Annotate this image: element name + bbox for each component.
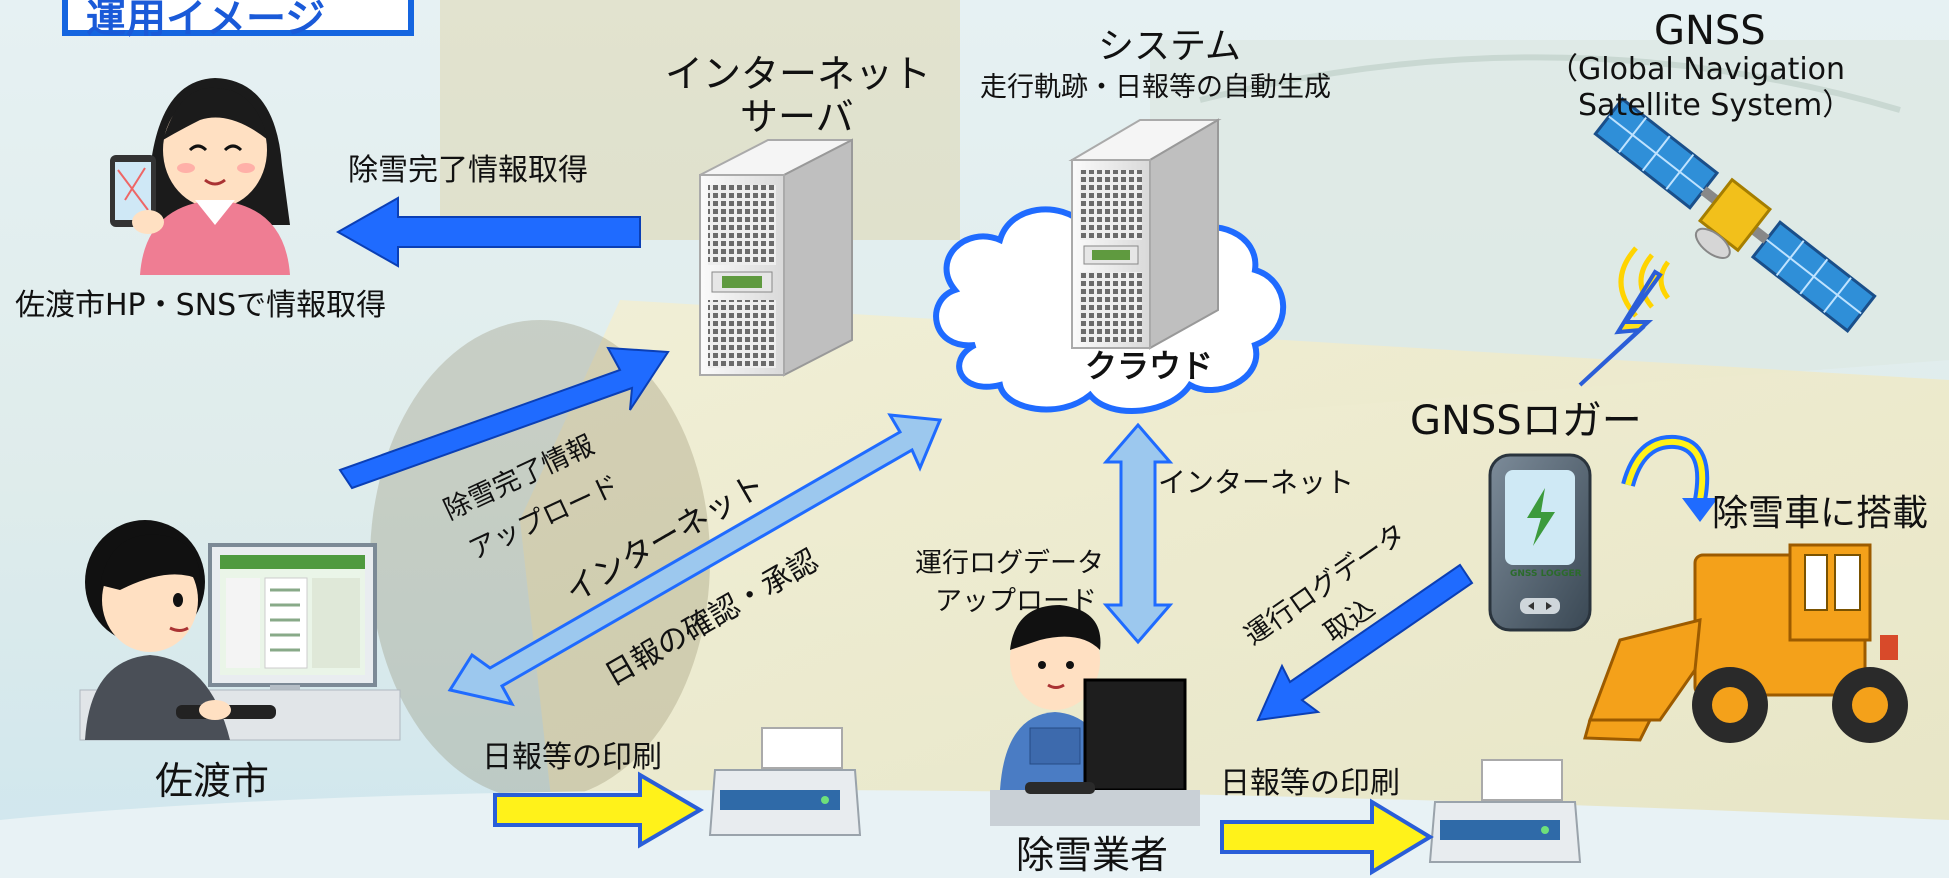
arrow-internet-vertical [1102,422,1174,645]
system-subtitle: 走行軌跡・日報等の自動生成 [980,72,1331,103]
label-print-city: 日報等の印刷 [482,740,662,775]
label-print-contractor: 日報等の印刷 [1220,766,1400,801]
printer-city-icon [708,727,862,836]
contractor-worker-icon [990,605,1200,826]
title-badge-text: 運用イメージ [86,0,326,42]
mounted-label: 除雪車に搭載 [1712,493,1929,534]
signal-bolt-icon [1578,269,1663,387]
mount-curved-arrow [1621,434,1718,522]
system-server-icon [1068,118,1222,350]
greenhouse-arch [1199,54,1901,113]
citizen-woman-icon [110,78,290,275]
label-op-log-upload-2: アップロード [935,586,1097,617]
wheel-loader-icon [1583,543,1908,743]
gnss-subtitle-2: Satellite System） [1578,88,1853,123]
arrow-internet-diag [447,413,943,707]
arrow-print-contractor [1220,798,1434,876]
arrow-op-log-import [1256,563,1474,722]
gnss-subtitle-1: （Global Navigation [1548,52,1846,87]
satellite-icon [1593,97,1877,333]
label-info-get: 除雪完了情報取得 [348,153,588,188]
cloud-label: クラウド [1085,347,1214,385]
internet-server-title-1: インターネット [665,52,932,96]
arrow-info-get [335,196,641,268]
label-op-log-upload-1: 運行ログデータ [915,548,1104,579]
contractor-label: 除雪業者 [1016,833,1169,877]
logger-device-text: GNSS LOGGER [1510,569,1582,579]
arrow-print-city [493,771,704,849]
citizen-caption: 佐渡市HP・SNSで情報取得 [15,288,387,323]
arrow-info-upload [338,346,670,490]
greenhouse-backdrop [1150,40,1949,420]
internet-server-title-2: サーバ [740,95,854,139]
gnss-title: GNSS [1654,8,1766,54]
gnss-logger-device-icon [1488,453,1592,632]
internet-server-icon [699,138,853,377]
system-title: システム [1098,26,1241,67]
city-worker-icon [79,520,401,741]
label-internet-vertical: インターネット [1158,466,1355,499]
label-op-log-import-2: 取込 [1318,592,1381,649]
sado-city-label: 佐渡市 [155,759,270,803]
printer-contractor-icon [1428,759,1582,863]
gnss-logger-label: GNSSロガー [1410,398,1642,444]
title-badge: 運用イメージ [62,0,414,42]
